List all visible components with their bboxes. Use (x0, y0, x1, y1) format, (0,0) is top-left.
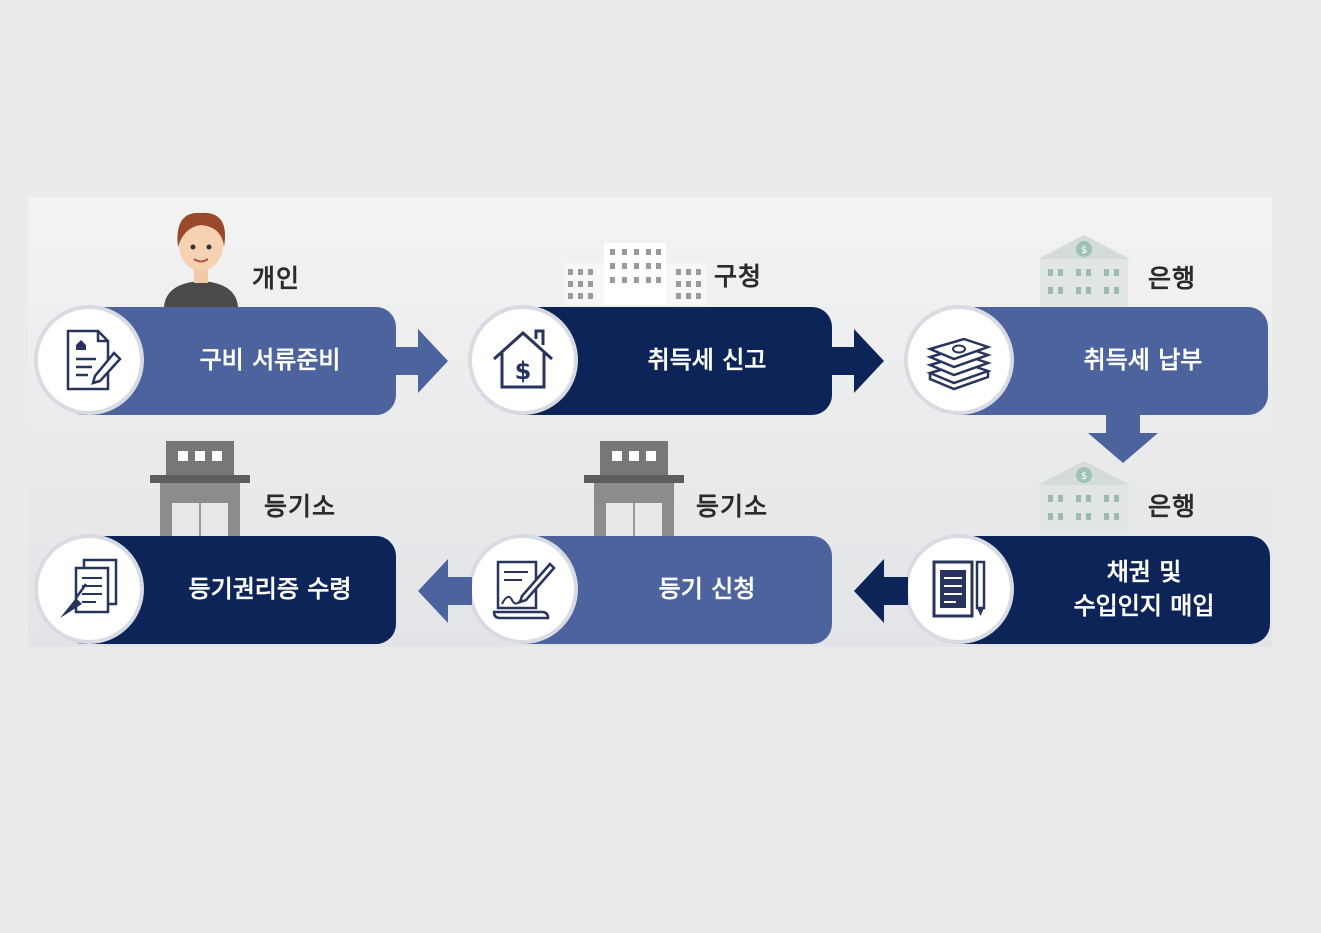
step-6-label: 등기권리증 수령 (188, 575, 352, 604)
actor-label-district-office: 구청 (714, 262, 763, 291)
step-1-icon-circle (34, 305, 144, 415)
step-3-icon-circle (904, 305, 1014, 415)
step-2-icon-circle: $ (468, 305, 578, 415)
actor-label-bank: 은행 (1148, 264, 1197, 293)
arrow-down-icon (1088, 413, 1158, 463)
arrow-right-icon (394, 329, 448, 393)
house-dollar-icon: $ (492, 329, 554, 389)
step-4-label-line2: 수입인지 매입 (1073, 592, 1215, 620)
svg-text:$: $ (1081, 245, 1087, 256)
step-5-icon-circle (468, 534, 578, 644)
step-4-icon-circle (904, 534, 1014, 644)
step-4-label: 채권 및 수입인지 매입 (1074, 556, 1215, 623)
actor-label-bank: 은행 (1148, 492, 1197, 521)
clipboard-pen-icon (932, 560, 986, 618)
actor-label-individual: 개인 (252, 264, 301, 293)
step-5-label: 등기 신청 (658, 575, 756, 604)
cash-stack-icon (926, 337, 992, 391)
registry-office-building-icon (150, 441, 250, 539)
bank-building-icon: $ (1038, 235, 1130, 307)
step-4-label-line1: 채권 및 (1106, 558, 1182, 587)
documents-quill-icon (60, 558, 118, 618)
person-icon (164, 212, 238, 307)
svg-text:$: $ (1081, 471, 1087, 482)
step-6-icon-circle (34, 534, 144, 644)
government-building-icon (564, 243, 706, 305)
contract-signing-icon (492, 560, 556, 620)
step-1-label: 구비 서류준비 (199, 346, 341, 375)
arrow-right-icon (830, 329, 884, 393)
actor-label-registry-office: 등기소 (264, 492, 337, 521)
actor-label-registry-office: 등기소 (696, 492, 769, 521)
arrow-left-icon (418, 559, 472, 623)
step-2-label: 취득세 신고 (647, 346, 767, 375)
registry-office-building-icon (584, 441, 684, 539)
step-3-label: 취득세 납부 (1083, 346, 1203, 375)
bank-building-icon: $ (1038, 461, 1130, 533)
arrow-left-icon (854, 559, 908, 623)
svg-text:$: $ (515, 357, 532, 385)
process-diagram: $ $ (28, 197, 1272, 647)
document-pen-icon (66, 329, 122, 391)
